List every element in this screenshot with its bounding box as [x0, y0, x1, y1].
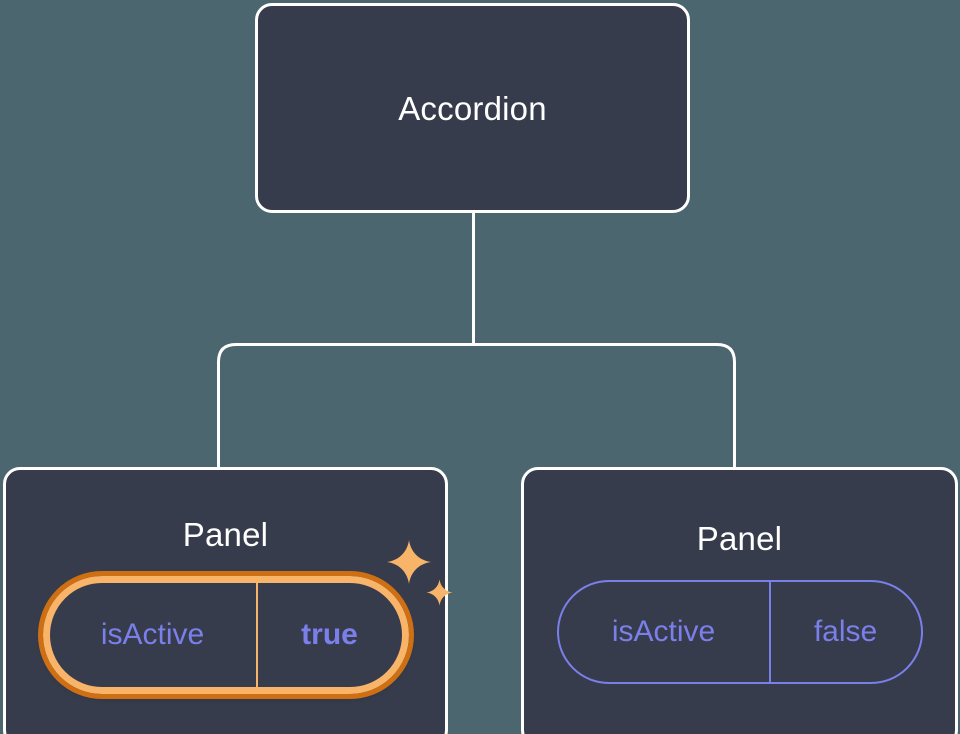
node-panel-inactive-title: Panel: [696, 520, 783, 557]
sparkle-small-icon: [426, 579, 453, 606]
sparkle-large-icon: [386, 539, 432, 585]
prop-value-label: false: [768, 582, 921, 682]
prop-pill-inactive-wrapper: isActive false: [556, 580, 923, 684]
prop-pill-is-active-true[interactable]: isActive true: [37, 571, 414, 699]
node-panel-inactive[interactable]: Panel isActive false: [521, 467, 958, 734]
prop-key-label: isActive: [100, 618, 205, 651]
connector-branch: [217, 343, 736, 467]
prop-pill-active-wrapper: isActive true: [37, 540, 452, 699]
prop-pill-is-active-false[interactable]: isActive false: [556, 580, 923, 684]
node-panel-active[interactable]: Panel isActive true: [3, 467, 452, 734]
node-accordion-title: Accordion: [398, 89, 547, 127]
node-panel-active-title: Panel: [182, 516, 269, 553]
node-accordion[interactable]: Accordion: [255, 3, 690, 213]
prop-key-label: isActive: [611, 615, 716, 648]
prop-value-label: true: [255, 583, 402, 687]
